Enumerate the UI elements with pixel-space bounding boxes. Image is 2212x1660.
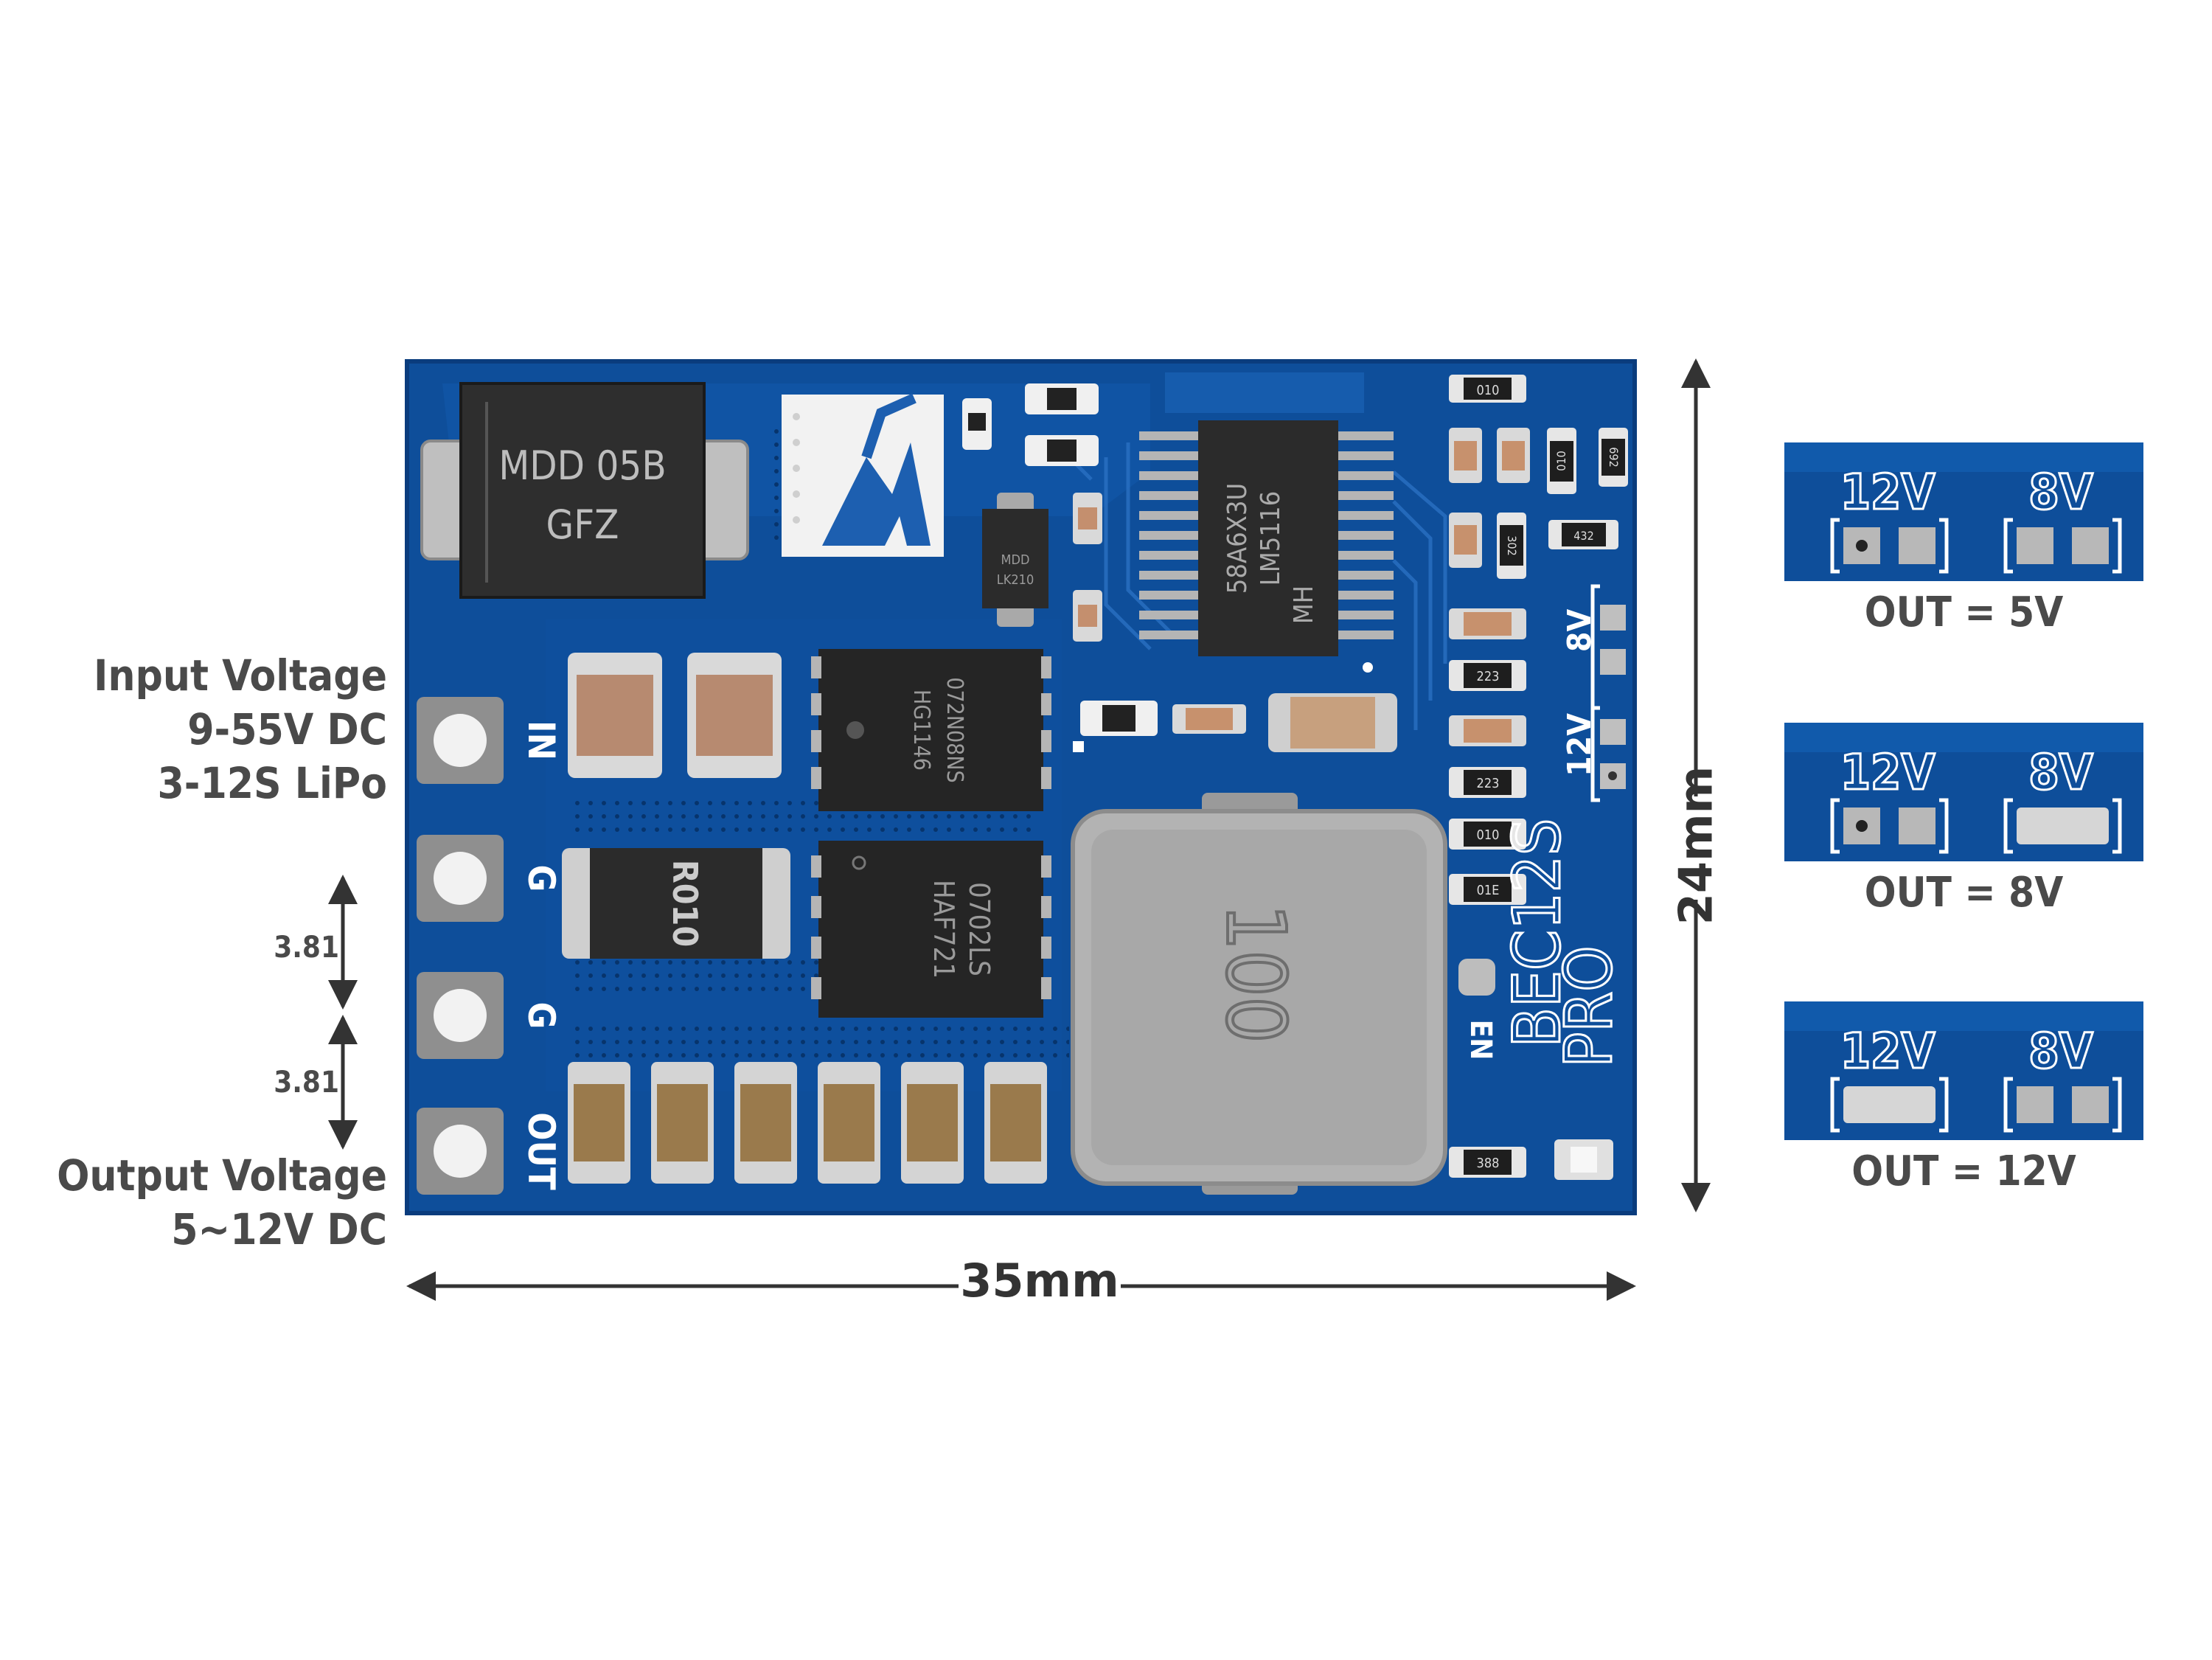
ic-marking-1: 58A6X3U (1222, 483, 1253, 594)
resistor-223-a: 223 (1477, 669, 1500, 684)
small-components-top (962, 383, 1102, 642)
pad-gnd-2-label: G (520, 1002, 563, 1029)
output-capacitors (568, 1062, 1047, 1184)
resistor-01e: 01E (1477, 883, 1500, 898)
resistor-010-c: 010 (1477, 827, 1500, 843)
inductor-marking: 100 (1208, 904, 1303, 1043)
small-diode-marking-1: MDD (1001, 552, 1030, 568)
output-jumper: 8V 12V (1561, 584, 1626, 802)
shunt-marking: R010 (665, 860, 705, 947)
mosfet-1-marking-1: 072N08NS (942, 677, 967, 782)
main-diode: MDD 05B GFZ (420, 382, 749, 599)
pad-gnd-1: G (417, 835, 563, 922)
input-voltage-label: Input Voltage 9-55V DC 3-12S LiPo (44, 649, 387, 810)
inset-1-8v-label: 8V (2028, 464, 2093, 521)
inset-2-12v-label: 12V (1840, 744, 1935, 801)
brand-logo (782, 393, 944, 557)
pad-gnd-1-label: G (520, 865, 563, 892)
resistor-010-a: 010 (1477, 383, 1500, 398)
jumper-12v-label: 12V (1561, 713, 1599, 777)
passive-components-right: 010 010 692 302 432 (1449, 375, 1628, 1180)
passive-components-middle (1073, 693, 1397, 752)
small-diode: MDD LK210 (982, 493, 1048, 627)
mosfet-1-marking-2: HG1146 (908, 690, 934, 771)
pad-out: OUT (417, 1108, 563, 1195)
ic-marking-2: LM5116 (1256, 491, 1286, 586)
small-diode-marking-2: LK210 (997, 572, 1034, 588)
input-cell-range: 3-12S LiPo (157, 758, 387, 808)
pad-gnd-2: G (417, 972, 563, 1059)
jumper-inset-8v: 12V 8V (1784, 723, 2143, 861)
width-dimension-label: 35mm (959, 1254, 1121, 1307)
board-name-line-1: BEC12S (1499, 819, 1575, 1048)
power-inductor: 100 (1071, 793, 1447, 1195)
input-voltage-title: Input Voltage (93, 650, 387, 701)
resistor-432: 432 (1573, 529, 1593, 543)
output-voltage-label: Output Voltage 5~12V DC (44, 1149, 387, 1257)
mosfet-2-marking-2: HAF721 (928, 880, 960, 979)
ic-marking-3: MH (1289, 586, 1319, 624)
pad-out-label: OUT (520, 1112, 563, 1190)
inset-2-8v-label: 8V (2028, 744, 2093, 801)
mosfet-low-side: 0702LS HAF721 (811, 841, 1051, 1018)
en-label: EN (1464, 1020, 1498, 1060)
inset-2-caption: OUT = 8V (1864, 869, 2064, 917)
controller-ic: 58A6X3U LM5116 MH (1139, 420, 1394, 673)
output-voltage-range: 5~12V DC (171, 1204, 387, 1254)
inset-3-8v-label: 8V (2028, 1023, 2093, 1080)
resistor-302: 302 (1505, 535, 1519, 555)
main-diode-marking-1: MDD 05B (498, 442, 666, 489)
output-voltage-title: Output Voltage (57, 1150, 387, 1201)
jumper-8v-label: 8V (1561, 609, 1599, 653)
inset-3-caption: OUT = 12V (1851, 1147, 2076, 1195)
resistor-692: 692 (1607, 447, 1621, 467)
pad-in-label: IN (520, 720, 563, 760)
input-capacitors (568, 653, 782, 778)
input-voltage-range: 9-55V DC (187, 704, 387, 754)
jumper-inset-5v: 12V 8V (1784, 442, 2143, 581)
connection-pads: IN G G OUT (417, 697, 563, 1195)
jumper-inset-12v: 12V 8V (1784, 1001, 2143, 1140)
board-name: BEC12S PRO EN (1458, 817, 1628, 1069)
resistor-223-b: 223 (1477, 776, 1500, 791)
main-diode-marking-2: GFZ (546, 501, 619, 548)
mosfet-high-side: 072N08NS HG1146 (811, 649, 1051, 811)
resistor-010-b: 010 (1554, 451, 1568, 470)
inset-3-12v-label: 12V (1840, 1023, 1935, 1080)
shunt-resistor: R010 (562, 848, 790, 959)
inset-1-12v-label: 12V (1840, 464, 1935, 521)
resistor-388: 388 (1477, 1156, 1500, 1171)
inset-1-caption: OUT = 5V (1864, 588, 2064, 636)
mosfet-2-marking-1: 0702LS (963, 882, 995, 976)
pad-in: IN (417, 697, 563, 784)
board-name-line-2: PRO (1551, 945, 1627, 1067)
